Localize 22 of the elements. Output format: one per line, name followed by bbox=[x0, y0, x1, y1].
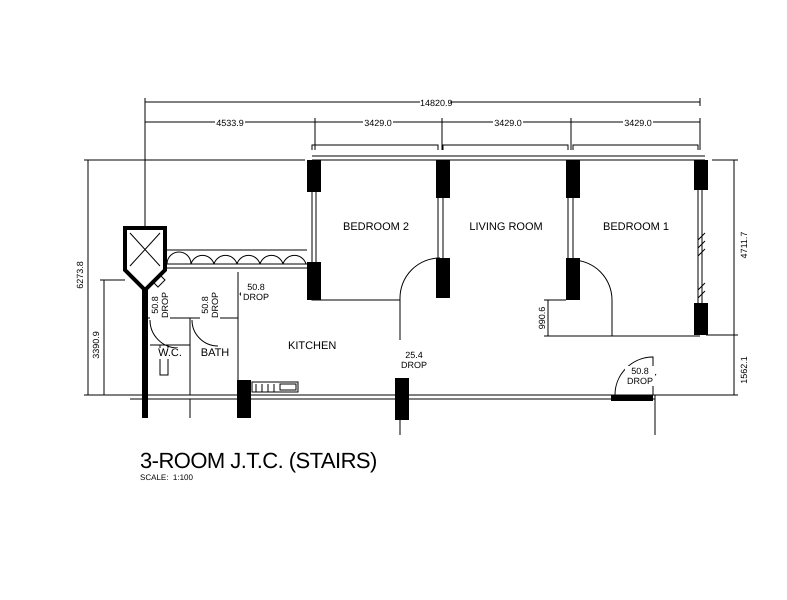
dimension-label: 50.8 DROP bbox=[241, 282, 271, 302]
dimension-label: 3390.9 bbox=[91, 330, 101, 360]
scale-note: SCALE: 1:100 bbox=[140, 474, 193, 482]
room-label: LIVING ROOM bbox=[469, 222, 543, 233]
room-label: BEDROOM 1 bbox=[602, 222, 669, 233]
dimension-label: 25.4 DROP bbox=[399, 350, 429, 370]
dimension-label: 6273.8 bbox=[75, 260, 85, 290]
dimension-label: 4533.9 bbox=[215, 118, 245, 128]
room-label: BATH bbox=[200, 348, 230, 359]
dimension-label: 1562.1 bbox=[739, 355, 749, 385]
room-label: KITCHEN bbox=[288, 340, 336, 352]
dimension-label: 4711.7 bbox=[739, 230, 749, 260]
room-label: W.C. bbox=[158, 348, 182, 359]
dimension-label: 50.8 DROP bbox=[200, 290, 220, 320]
dimension-label: 50.8 DROP bbox=[150, 290, 170, 320]
dimension-label: 14820.9 bbox=[420, 98, 450, 108]
plan-title: 3-ROOM J.T.C. (STAIRS) bbox=[140, 450, 377, 472]
dimension-label: 3429.0 bbox=[623, 118, 653, 128]
room-label: BEDROOM 2 bbox=[342, 222, 409, 233]
dimension-label: 3429.0 bbox=[363, 118, 393, 128]
dimension-label: 3429.0 bbox=[493, 118, 523, 128]
dimension-label: 50.8 DROP bbox=[625, 366, 655, 386]
